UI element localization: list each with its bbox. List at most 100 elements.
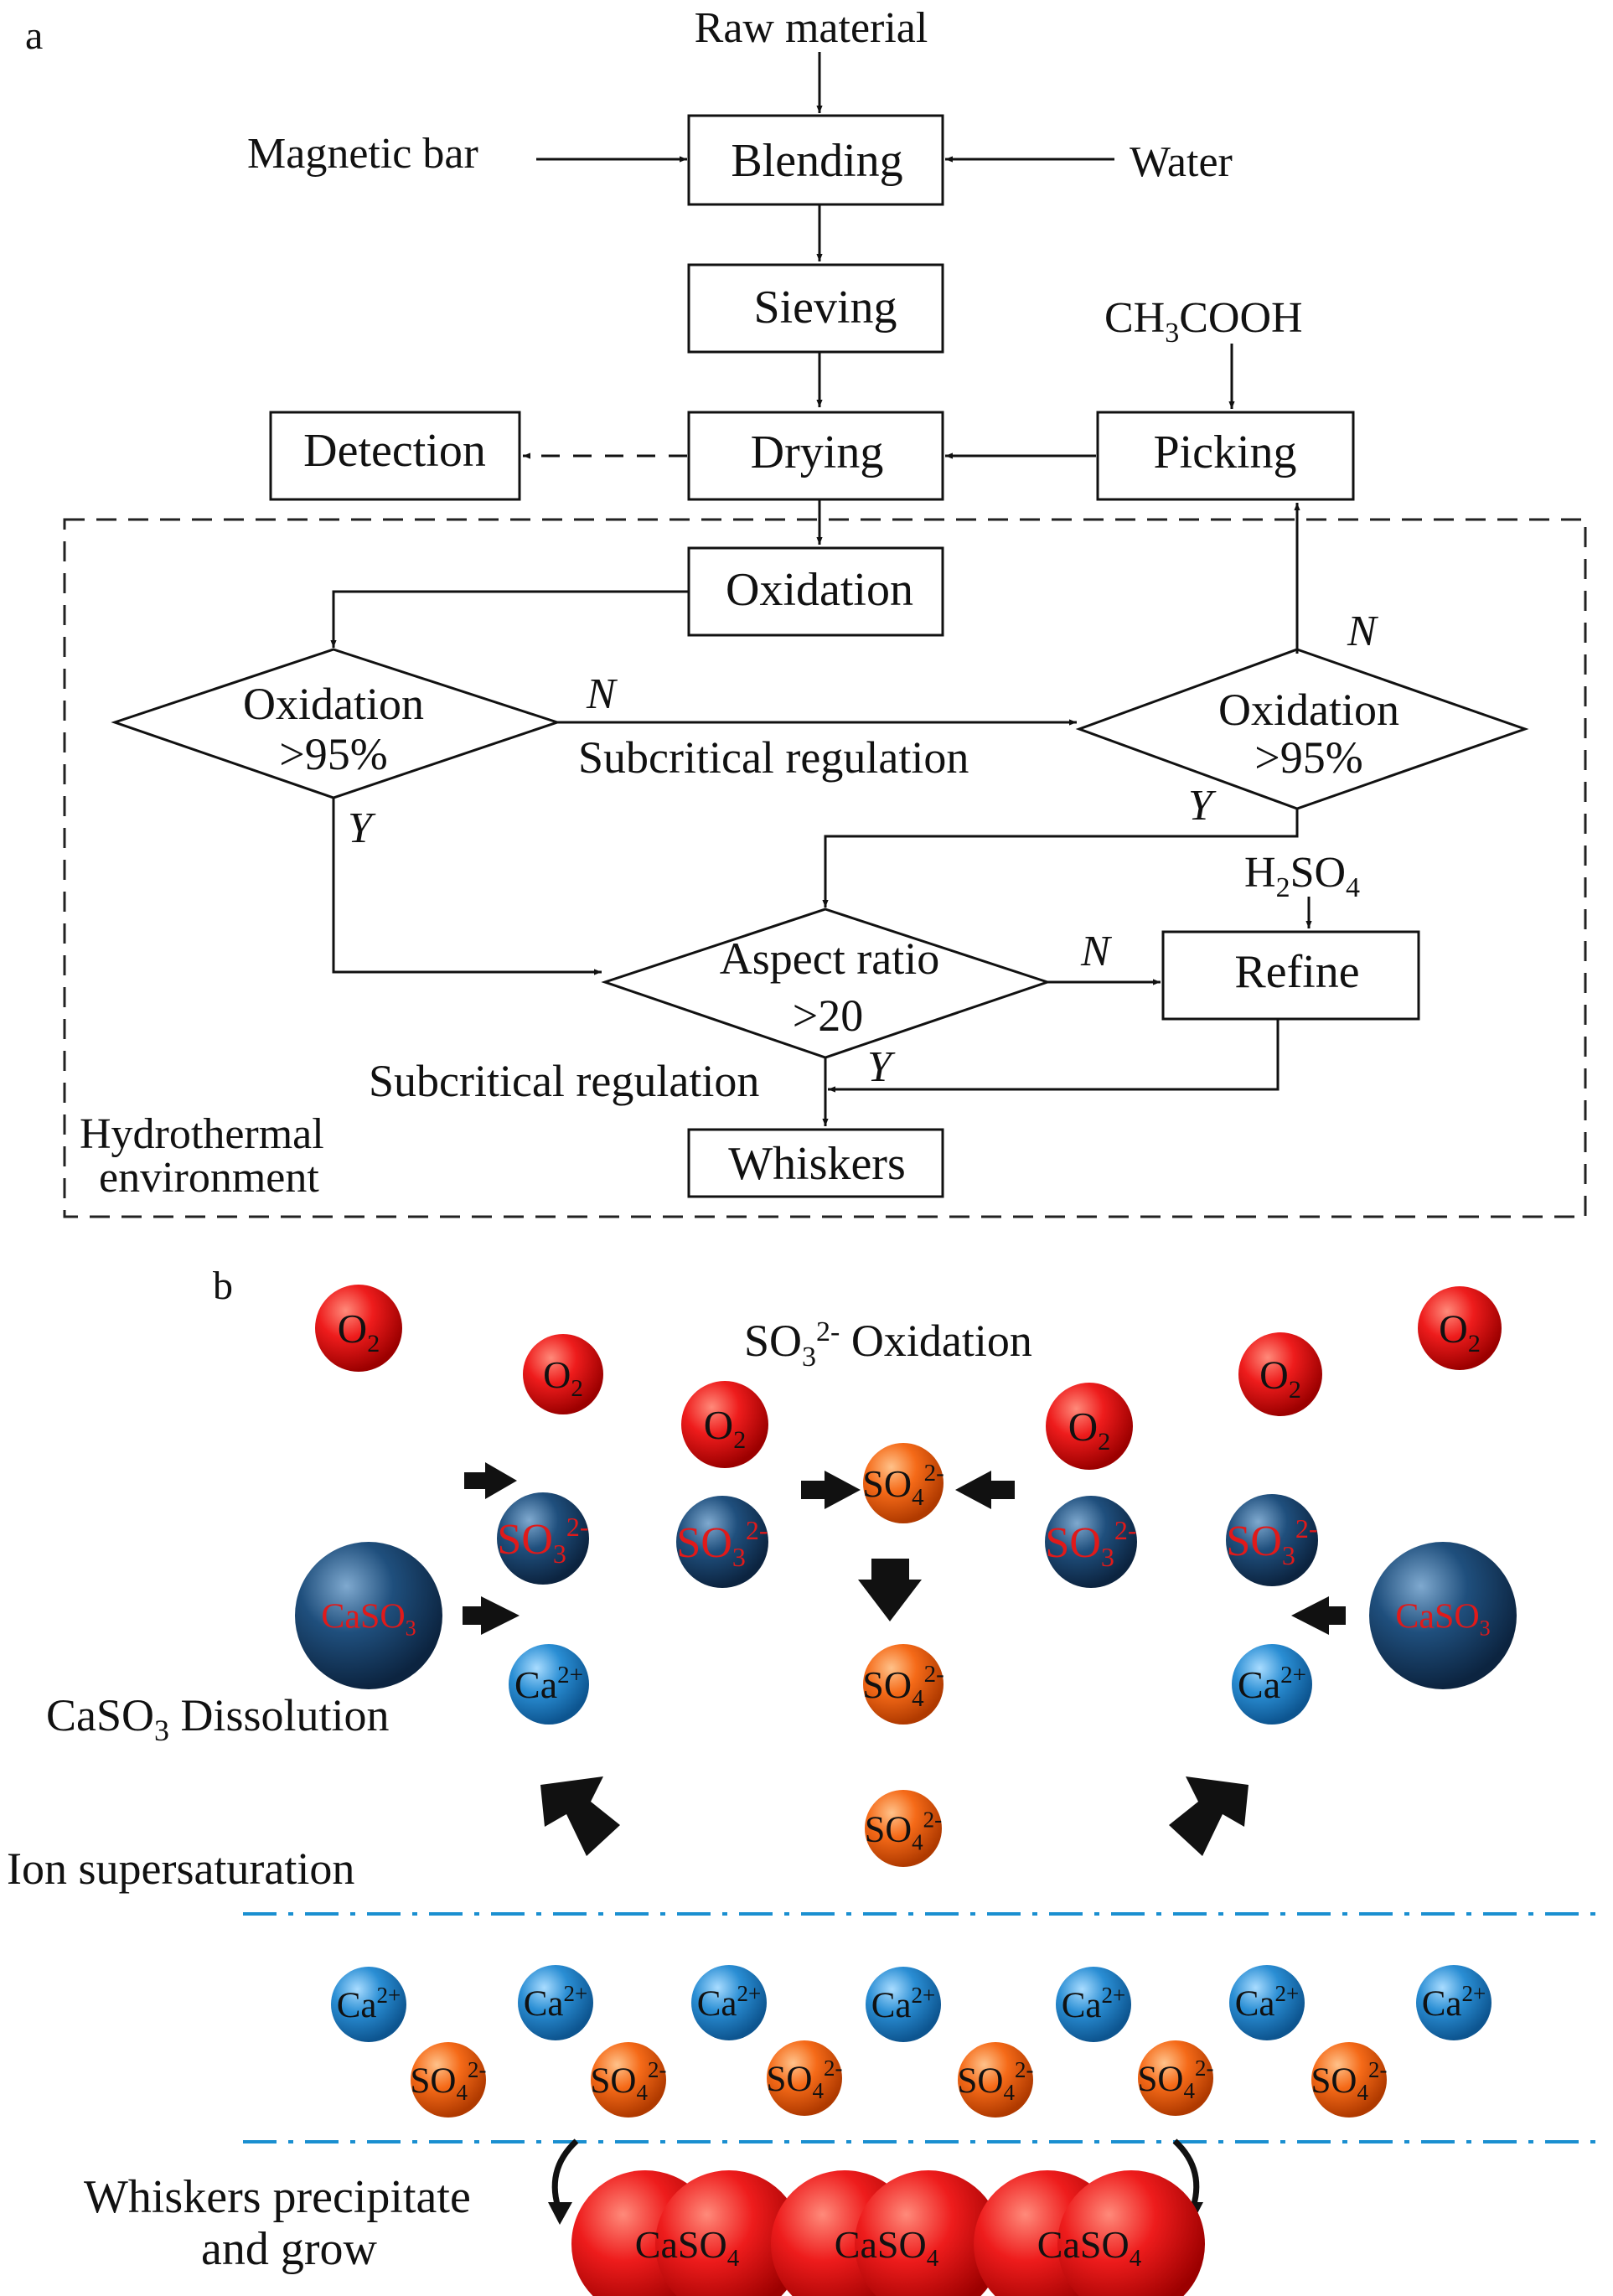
curved-arrow-left-down [540,1776,620,1856]
so4-sphere [591,2042,666,2118]
so4-label: SO42- [1311,2057,1388,2105]
caso3-sphere-body [1369,1542,1517,1689]
block-arrow-caso3-left [463,1596,520,1635]
ch3cooh-label: CH3COOH [1104,294,1303,349]
block-arrow-right-to-so4 [955,1471,1015,1509]
arrow-oxidation-to-decision-1 [330,590,689,648]
drying-box [687,411,944,501]
no-3-label: N [1080,928,1113,975]
o2-label: O2 [1259,1353,1301,1404]
caso4-sphere [655,2170,803,2296]
ca-label: Ca2+ [514,1662,583,1706]
so4-sphere-body [1311,2042,1387,2118]
block-arrow-so4-down [858,1559,922,1621]
so3-sphere-body [1226,1494,1318,1586]
so3-label: SO32- [497,1512,588,1569]
yes-2-label: Y [1188,782,1217,830]
o2-sphere-body [1418,1286,1502,1370]
o2-sphere [523,1334,603,1414]
ca-sphere [518,1965,593,2040]
whiskers-precipitate-line2: and grow [201,2223,378,2275]
block-arrow-o2-to-so4-left [464,1462,517,1499]
so4-label: SO42- [1138,2056,1214,2103]
no-1-label: N [586,670,618,718]
so4-sphere [1311,2042,1387,2118]
o2-sphere-body [1238,1332,1322,1416]
ion-supersaturation-label: Ion supersaturation [7,1844,354,1894]
so4-sphere [865,1790,942,1867]
so3-sphere-body [1045,1496,1137,1588]
o2-sphere [1046,1383,1133,1470]
caso4-sphere-body [1057,2170,1205,2296]
hydrothermal-line2: environment [99,1154,319,1202]
so4-label: SO42- [865,1807,942,1854]
o2-label: O2 [1068,1404,1110,1456]
picking-box [1096,411,1355,501]
caso3-sphere [1369,1542,1517,1689]
so3-sphere [676,1496,768,1588]
so4-sphere [863,1644,944,1725]
caso4-label: CaSO4 [1037,2223,1142,2272]
blending-label: Blending [731,135,902,187]
ca-sphere-body [331,1967,406,2042]
ca-sphere [509,1644,589,1725]
whiskers-precipitate-line1: Whiskers precipitate [84,2171,471,2223]
so4-sphere-body [865,1790,942,1867]
ca-label: Ca2+ [1238,1662,1306,1706]
block-arrow-left-to-so4 [801,1471,861,1509]
ca-label: Ca2+ [871,1983,936,2025]
ca-sphere-body [1056,1967,1131,2042]
arrow-decision-2-to-decision-3 [822,809,1299,908]
so4-sphere [411,2042,486,2118]
o2-sphere-body [315,1285,402,1372]
subcritical-regulation-1: Subcritical regulation [578,732,969,783]
caso4-label: CaSO4 [835,2223,939,2272]
refine-box [1161,930,1420,1021]
decision-1-line2: >95% [279,729,387,779]
ca-sphere [1232,1644,1312,1725]
ca-sphere [1056,1967,1131,2042]
hydrothermal-line1: Hydrothermal [80,1110,324,1158]
ca-label: Ca2+ [1235,1981,1300,2024]
ca-sphere [691,1965,767,2040]
o2-label: O2 [704,1402,746,1454]
o2-sphere-body [1046,1383,1133,1470]
caso3-sphere-body [295,1542,442,1689]
oxidation-box-label: Oxidation [726,564,913,616]
ca-sphere-body [691,1965,767,2040]
ca-label: Ca2+ [337,1983,401,2025]
so4-label: SO42- [958,2057,1034,2105]
panel-a: a Raw material Blending Magnetic bar Wat… [25,4,1587,1218]
caso3-label: CaSO3 [1395,1598,1490,1641]
caso4-sphere-body [655,2170,803,2296]
panel-b-label: b [213,1264,233,1308]
ca-sphere [866,1967,941,2042]
so3-sphere-body [676,1496,768,1588]
caso4-label: CaSO4 [635,2223,740,2272]
ca-sphere-body [1416,1965,1492,2040]
so4-label: SO42- [591,2057,667,2105]
o2-sphere-body [681,1381,768,1468]
so4-sphere [1138,2040,1213,2116]
o2-label: O2 [543,1353,583,1402]
so3-sphere [497,1492,589,1585]
ca-sphere [1229,1965,1305,2040]
ca-sphere-body [1232,1644,1312,1725]
sieving-box [687,263,944,354]
ca-sphere-body [518,1965,593,2040]
subcritical-regulation-2: Subcritical regulation [369,1056,759,1106]
caso3-dissolution-label: CaSO3 Dissolution [46,1690,390,1747]
whiskers-box [687,1128,944,1198]
so3-label: SO32- [676,1515,768,1572]
curved-arrow-precipitate-left [551,2138,579,2214]
h2so4-label: H2SO4 [1244,849,1360,903]
yes-3-label: Y [867,1043,896,1091]
so3-sphere [1226,1494,1318,1586]
ca-sphere [331,1967,406,2042]
water-label: Water [1130,138,1233,186]
o2-sphere-body [523,1334,603,1414]
decision-3-line1: Aspect ratio [720,933,939,984]
decision-3-line2: >20 [793,990,863,1041]
